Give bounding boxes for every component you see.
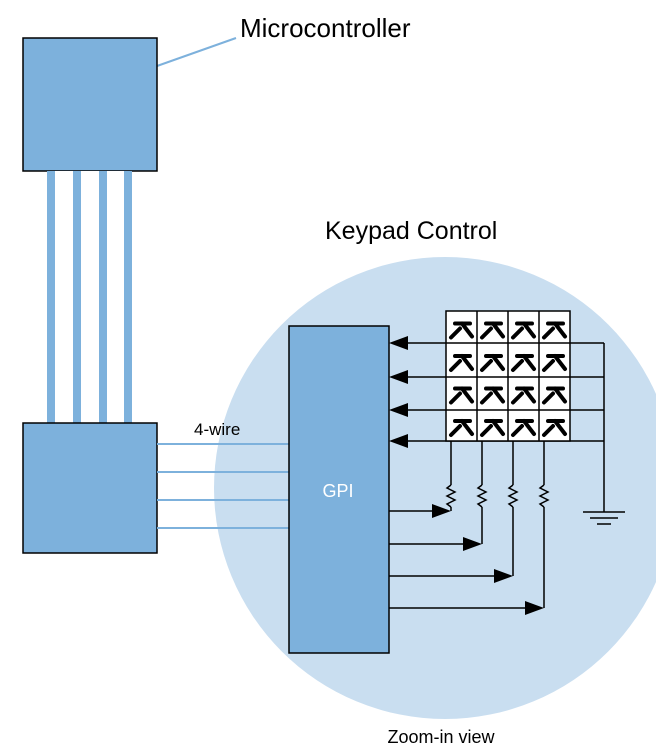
microcontroller-leader-line xyxy=(156,37,237,67)
keypad-key-switch xyxy=(480,419,505,437)
keypad-key-switch xyxy=(511,354,536,372)
four-wire-connections xyxy=(157,443,289,529)
vertical-bus xyxy=(47,171,132,423)
keypad-key-switch xyxy=(542,354,567,372)
gpi-block xyxy=(288,325,390,654)
keypad-key-switch xyxy=(511,386,536,405)
zoom-circle xyxy=(214,257,656,719)
four-wire-label: 4-wire xyxy=(194,420,240,439)
keypad-key-switch xyxy=(511,419,536,437)
keypad-key-switch xyxy=(449,354,474,372)
gpi-label: GPI xyxy=(322,481,353,501)
row-arrowheads xyxy=(389,336,408,448)
keypad-key-switch xyxy=(542,419,567,437)
microcontroller-block xyxy=(22,37,158,172)
output-arrowheads xyxy=(432,504,544,615)
key-switches xyxy=(449,321,567,437)
keypad-key-switch xyxy=(480,321,505,340)
keypad-key-switch xyxy=(542,386,567,405)
keypad-key-switch xyxy=(480,354,505,372)
keypad-key-switch xyxy=(542,321,567,340)
zoom-in-label: Zoom-in view xyxy=(387,727,495,747)
keypad-controller-block xyxy=(22,422,158,554)
keypad-key-switch xyxy=(449,386,474,405)
keypad-key-switch xyxy=(449,419,474,437)
keypad-key-switch xyxy=(511,321,536,340)
ground-symbol xyxy=(583,511,625,525)
keypad-control-label: Keypad Control xyxy=(325,217,497,245)
keypad-key-switch xyxy=(480,386,505,405)
keypad-key-switch xyxy=(449,321,474,340)
column-lines xyxy=(389,441,550,609)
microcontroller-label: Microcontroller xyxy=(240,13,411,43)
